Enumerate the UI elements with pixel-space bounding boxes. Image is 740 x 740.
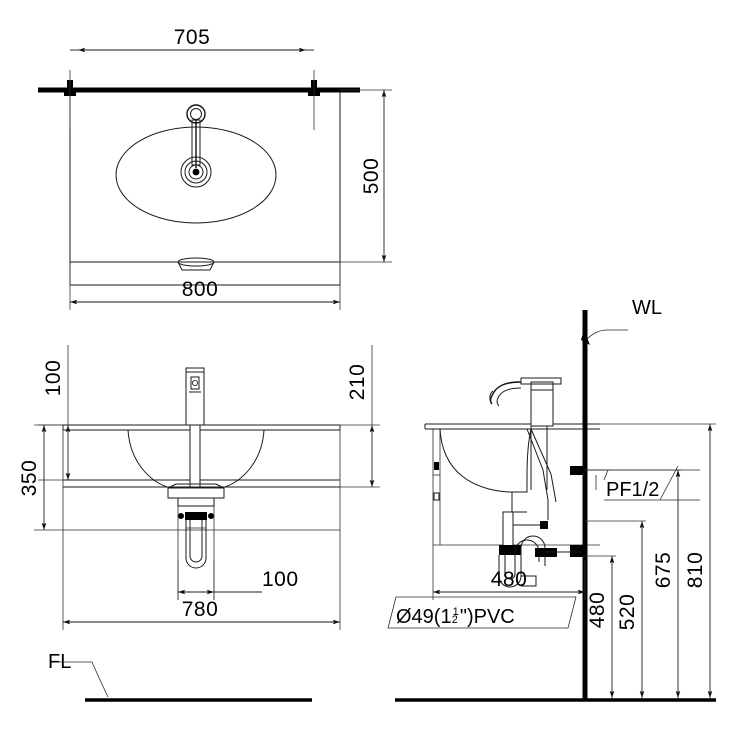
side-label-pf: PF1/2 [603,465,700,501]
side-dim-480-v-text: 480 [586,592,609,629]
side-dim-520: 520 [585,520,646,698]
side-drain-tailpiece [499,511,548,555]
front-dim-350-text: 350 [18,460,41,497]
plan-front-lip [177,257,215,271]
front-dim-780: 780 [62,490,341,630]
plan-counter-outline [69,89,341,286]
front-dim-100-drain-text: 100 [262,568,299,591]
side-bowl-profile [439,428,557,520]
front-counter-slab [62,424,341,431]
side-label-wl-text: WL [632,297,662,319]
front-faucet [185,367,205,488]
plan-dim-500-text: 500 [360,158,383,195]
side-faucet [489,377,562,490]
front-floor-line: FL [48,651,312,702]
side-dim-675: 675 [585,469,682,698]
side-label-pf-text: PF1/2 [606,479,659,501]
side-dim-810-text: 810 [684,552,707,589]
side-dim-480-h-text: 480 [491,568,528,591]
plan-dim-500: 500 [340,89,392,263]
side-dim-675-text: 675 [652,552,675,589]
front-dim-100-top-text: 100 [42,360,65,397]
plan-dim-800: 800 [69,262,341,310]
front-dim-100-drain: 100 [177,560,299,600]
side-dim-480-v: 480 [585,555,616,698]
front-dim-210: 210 [340,345,380,488]
front-dim-350: 350 [18,424,63,531]
side-dim-480-h: 480 [432,545,586,600]
front-dim-100-top: 100 [38,345,71,481]
front-dim-780-text: 780 [182,598,219,621]
front-dim-210-text: 210 [346,364,369,401]
side-counter-slab [424,423,600,430]
front-trap [177,506,215,600]
side-label-wl: WL [581,297,662,345]
plan-dim-705: 705 [69,26,315,130]
side-dim-810: 810 [600,423,716,698]
plan-faucet [180,104,212,188]
plan-view: 705 800 500 [38,26,392,310]
side-dim-520-text: 520 [616,594,639,631]
front-elevation-view: 100 350 210 100 [18,345,380,702]
side-p-trap [498,535,584,588]
side-cabinet-body [432,429,600,546]
front-drain-flange [167,483,225,507]
front-label-fl: FL [48,651,71,673]
plan-dim-800-text: 800 [182,278,219,301]
plan-dim-705-text: 705 [174,26,211,49]
